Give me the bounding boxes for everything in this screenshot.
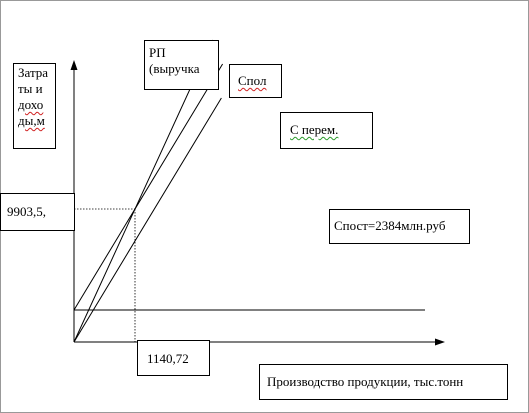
revenue-label-line-2: (выручка — [149, 61, 200, 76]
x-axis-label-text: Производство продукции, тыс.тонн — [267, 374, 464, 389]
y-axis-label-line-2: ты и — [18, 81, 43, 96]
variable-cost-line-label: С перем. — [280, 112, 373, 149]
total-cost-line — [73, 63, 224, 311]
variable-cost-line — [73, 97, 222, 343]
breakeven-x-label: 1140,72 — [137, 340, 210, 376]
revenue-label-line-1: РП — [149, 45, 166, 60]
x-axis-label: Производство продукции, тыс.тонн — [259, 364, 508, 400]
y-axis-label-line-3: дохо — [18, 97, 44, 112]
revenue-line — [73, 39, 213, 343]
total-cost-line-label: Спол — [229, 64, 282, 98]
y-axis-label-line-4: ды,м — [18, 113, 45, 128]
breakeven-y-value: 9903,5, — [7, 204, 46, 219]
y-axis-label: Затра ты и дохо ды,м — [13, 63, 56, 149]
variable-cost-label: С перем. — [290, 122, 339, 137]
y-axis-arrow — [70, 60, 78, 70]
revenue-line-label: РП (выручка — [144, 40, 219, 90]
fixed-cost-line-label: Спост=2384млн.руб — [329, 209, 470, 244]
x-axis-arrow — [435, 338, 445, 346]
breakeven-x-value: 1140,72 — [147, 351, 189, 366]
fixed-cost-label: Спост=2384млн.руб — [334, 218, 446, 233]
y-axis-label-line-1: Затра — [18, 65, 49, 80]
breakeven-y-label: 9903,5, — [0, 193, 75, 231]
total-cost-label: Спол — [238, 73, 267, 88]
